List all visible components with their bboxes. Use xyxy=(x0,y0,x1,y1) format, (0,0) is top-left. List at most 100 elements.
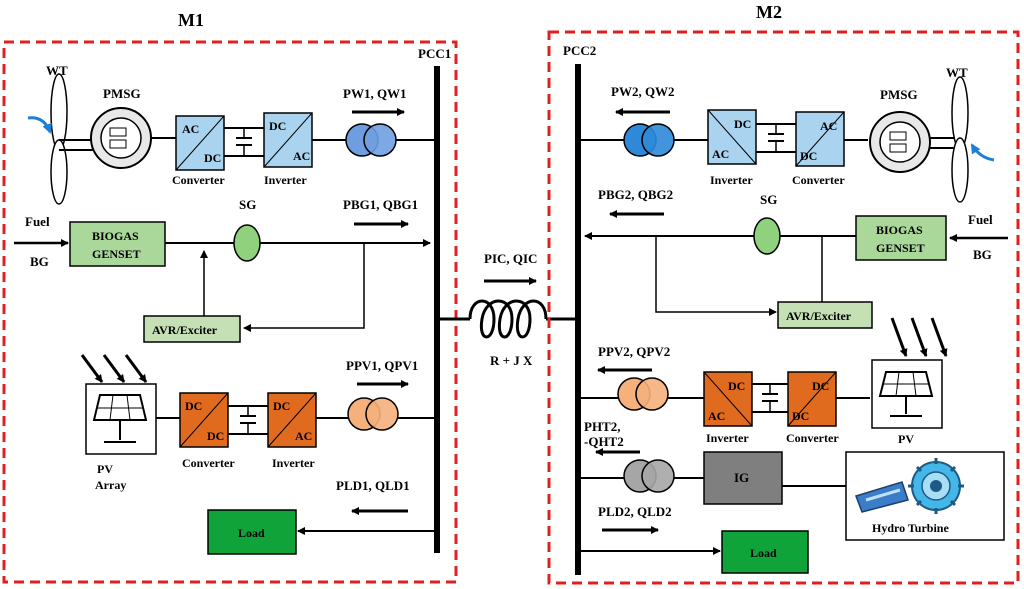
svg-text:BIOGAS: BIOGAS xyxy=(876,223,923,237)
m1-converter-label: Converter xyxy=(172,173,225,187)
m2-inverter-block: DC AC xyxy=(707,109,757,165)
m2-title: M2 xyxy=(756,2,782,22)
wind-turbine-icon xyxy=(27,73,100,205)
m2-load-flow-label: PLD2, QLD2 xyxy=(598,504,672,519)
m1-pv-label-1: PV xyxy=(97,462,113,476)
svg-text:GENSET: GENSET xyxy=(876,241,925,255)
m1-title: M1 xyxy=(178,10,204,30)
svg-text:AC: AC xyxy=(712,147,729,161)
svg-text:AVR/Exciter: AVR/Exciter xyxy=(152,323,218,337)
svg-text:AC: AC xyxy=(182,122,199,136)
m1-pv-label-2: Array xyxy=(95,478,126,492)
m2-hydro-flow-label-2: -QHT2 xyxy=(584,434,624,449)
m2-pv-converter-label: Converter xyxy=(786,431,839,445)
m1-fuel-label: Fuel xyxy=(25,214,50,229)
m2-pv-inverter-label: Inverter xyxy=(706,431,749,445)
interconnect-impedance-label: R + J X xyxy=(490,353,533,368)
m2-biogas-flow-label: PBG2, QBG2 xyxy=(598,187,673,202)
svg-text:GENSET: GENSET xyxy=(92,247,141,261)
svg-text:DC: DC xyxy=(792,409,809,423)
m1-converter-block: AC DC xyxy=(175,115,225,171)
svg-text:DC: DC xyxy=(734,117,751,131)
m1-load-flow-label: PLD1, QLD1 xyxy=(336,478,410,493)
svg-text:DC: DC xyxy=(204,151,221,165)
interconnect-flow-label: PIC, QIC xyxy=(484,251,537,266)
m1-biogas-flow-label: PBG1, QBG1 xyxy=(343,197,418,212)
m2-fuel-label: Fuel xyxy=(968,212,993,227)
m2-hydro-label: Hydro Turbine xyxy=(872,521,949,535)
svg-text:BIOGAS: BIOGAS xyxy=(92,229,139,243)
m1-wt-label: WT xyxy=(46,63,68,78)
pmsg-generator-icon xyxy=(90,107,152,169)
m1-inverter-label: Inverter xyxy=(264,173,307,187)
m1-pv-converter-label: Converter xyxy=(182,456,235,470)
m1-sg-label: SG xyxy=(239,197,256,212)
pcc1-label: PCC1 xyxy=(418,46,451,61)
svg-text:AC: AC xyxy=(295,429,312,443)
transformer-icon xyxy=(345,123,397,157)
m1-pv-flow-label: PPV1, QPV1 xyxy=(346,358,418,373)
m2-boundary xyxy=(547,30,1020,585)
svg-text:DC: DC xyxy=(800,149,817,163)
m1-pv-converter-block: DC DC xyxy=(179,392,229,448)
m2-pv-flow-label: PPV2, QPV2 xyxy=(598,344,670,359)
svg-text:DC: DC xyxy=(269,119,286,133)
m1-wind-flow-label: PW1, QW1 xyxy=(343,86,407,101)
transformer-icon xyxy=(617,377,669,411)
m2-hydro-flow-label-1: PHT2, xyxy=(584,419,620,434)
m2-pv-inverter-block: DC AC xyxy=(703,371,753,427)
wire xyxy=(243,243,365,332)
m1-pmsg-label: PMSG xyxy=(103,86,141,101)
svg-text:Load: Load xyxy=(238,526,265,540)
m1-load-block: Load xyxy=(207,509,297,555)
svg-text:DC: DC xyxy=(207,429,224,443)
m2-ig-block: IG xyxy=(703,451,783,505)
m1-inverter-block: DC AC xyxy=(263,112,313,168)
transformer-icon xyxy=(347,397,399,431)
m2-converter-block: AC DC xyxy=(795,111,845,167)
svg-text:IG: IG xyxy=(734,470,749,485)
transformer-icon xyxy=(623,459,675,493)
m2-bg-label: BG xyxy=(973,247,992,262)
m1-pv-inverter-label: Inverter xyxy=(272,456,315,470)
transformer-icon xyxy=(623,123,675,157)
m1-boundary xyxy=(2,40,458,584)
svg-text:DC: DC xyxy=(812,379,829,393)
svg-text:AC: AC xyxy=(820,119,837,133)
dc-link-capacitor xyxy=(752,383,788,413)
svg-text:AC: AC xyxy=(293,149,310,163)
m2-avr-block: AVR/Exciter xyxy=(777,301,873,329)
m2-pmsg-label: PMSG xyxy=(880,87,918,102)
wind-turbine-icon xyxy=(930,76,995,203)
svg-text:DC: DC xyxy=(273,399,290,413)
svg-text:AC: AC xyxy=(708,409,725,423)
m2-inverter-label: Inverter xyxy=(710,173,753,187)
pcc2-label: PCC2 xyxy=(563,43,596,58)
m1-avr-block: AVR/Exciter xyxy=(143,315,241,343)
svg-text:DC: DC xyxy=(728,379,745,393)
pmsg-generator-icon xyxy=(869,111,931,173)
svg-text:Load: Load xyxy=(750,546,777,560)
m2-sg-label: SG xyxy=(760,192,777,207)
m1-bg-label: BG xyxy=(30,254,49,269)
inductor-icon xyxy=(468,299,548,339)
wire xyxy=(655,236,777,316)
m2-wind-flow-label: PW2, QW2 xyxy=(611,84,675,99)
m1-pv-array-icon xyxy=(80,354,157,455)
m2-load-block: Load xyxy=(721,530,809,574)
hydro-turbine-icon xyxy=(845,451,1005,541)
svg-text:AVR/Exciter: AVR/Exciter xyxy=(786,309,852,323)
m2-converter-label: Converter xyxy=(792,173,845,187)
dc-link-capacitor xyxy=(228,405,268,435)
svg-text:DC: DC xyxy=(185,399,202,413)
m2-wt-label: WT xyxy=(946,65,968,80)
dc-link-capacitor xyxy=(756,123,796,153)
m2-biogas-genset-block: BIOGAS GENSET xyxy=(855,215,947,261)
m2-pv-converter-block: DC DC xyxy=(787,371,837,427)
dc-link-capacitor xyxy=(224,127,264,157)
m1-biogas-genset-block: BIOGAS GENSET xyxy=(69,221,166,267)
m1-pv-inverter-block: DC AC xyxy=(267,392,317,448)
m1-sg-icon xyxy=(233,224,261,262)
m2-pv-array-icon xyxy=(871,317,948,429)
